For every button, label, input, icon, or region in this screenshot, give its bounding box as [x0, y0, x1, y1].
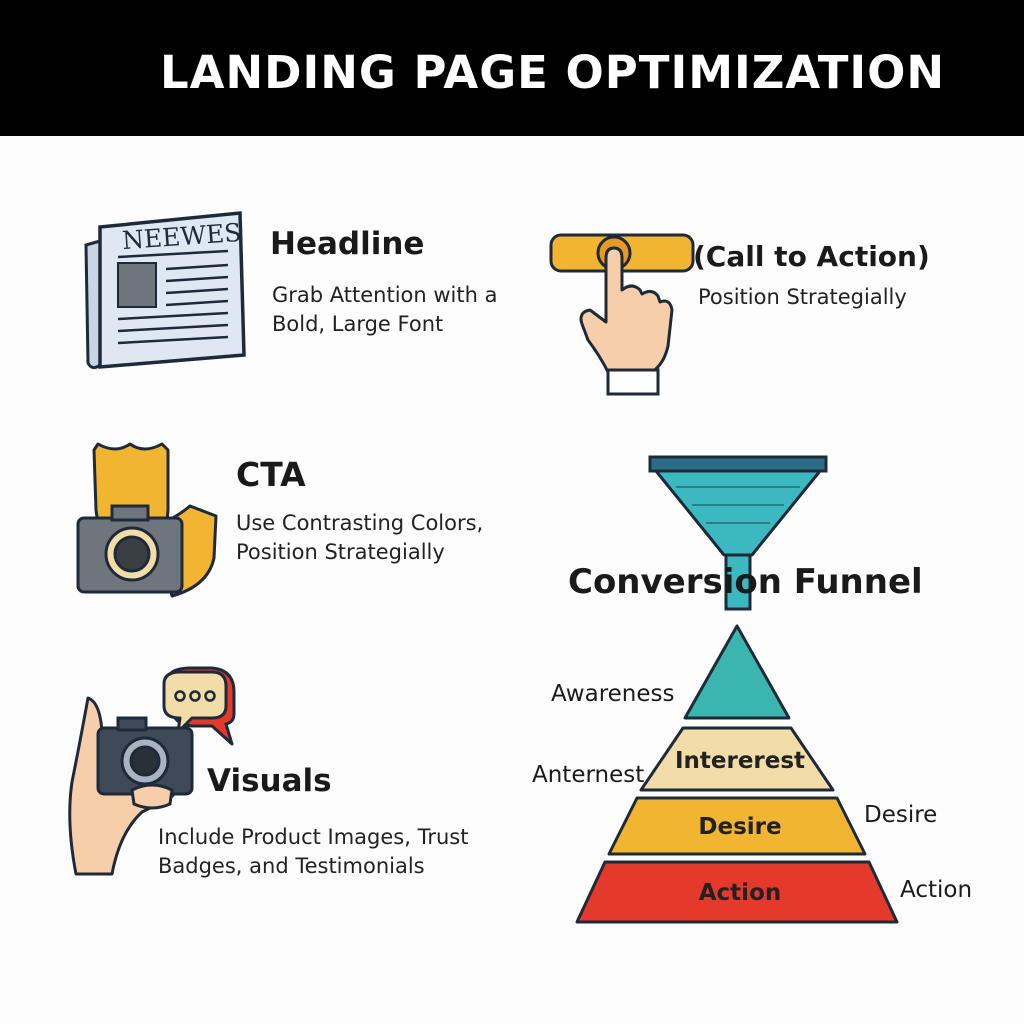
- call-to-action-desc: Position Strategially: [698, 285, 907, 309]
- newspaper-icon: [84, 211, 246, 370]
- tap-button-icon: [549, 233, 695, 396]
- page-title: LANDING PAGE OPTIMIZATION: [160, 46, 946, 99]
- visuals-desc-line1: Include Product Images, Trust: [158, 825, 469, 849]
- pyramid-tier-action: [575, 860, 899, 924]
- headline-title: Headline: [270, 226, 425, 262]
- cta-desc-line1: Use Contrasting Colors,: [236, 511, 484, 535]
- call-to-action-title: (Call to Action): [693, 240, 930, 273]
- pyramid-tier-interest: [639, 726, 835, 792]
- pyramid-tier-awareness: [683, 624, 791, 720]
- header-banner: LANDING PAGE OPTIMIZATION: [0, 0, 1024, 136]
- cta-desc-line2: Position Strategially: [236, 540, 445, 564]
- visuals-title: Visuals: [207, 763, 332, 799]
- pyramid-tier-desire: [607, 796, 867, 856]
- shield-camera-icon: [76, 442, 218, 598]
- headline-desc-line1: Grab Attention with a: [272, 283, 498, 307]
- funnel-icon: [648, 455, 828, 611]
- side-label-awareness: Awareness: [551, 681, 675, 707]
- funnel-title: Conversion Funnel: [568, 562, 923, 602]
- side-label-desire: Desire: [864, 802, 938, 828]
- tier-label-desire: Desire: [698, 814, 782, 840]
- tier-label-action: Action: [698, 880, 782, 906]
- headline-desc-line2: Bold, Large Font: [272, 312, 444, 336]
- side-label-action: Action: [900, 877, 973, 903]
- visuals-desc-line2: Badges, and Testimonials: [158, 854, 425, 878]
- funnel-pyramid: [575, 624, 899, 924]
- cta-title: CTA: [236, 455, 306, 494]
- hand-camera-chat-icon: [68, 666, 236, 876]
- tier-label-interest: Intererest: [674, 748, 806, 774]
- side-label-interest: Anternest: [532, 762, 645, 788]
